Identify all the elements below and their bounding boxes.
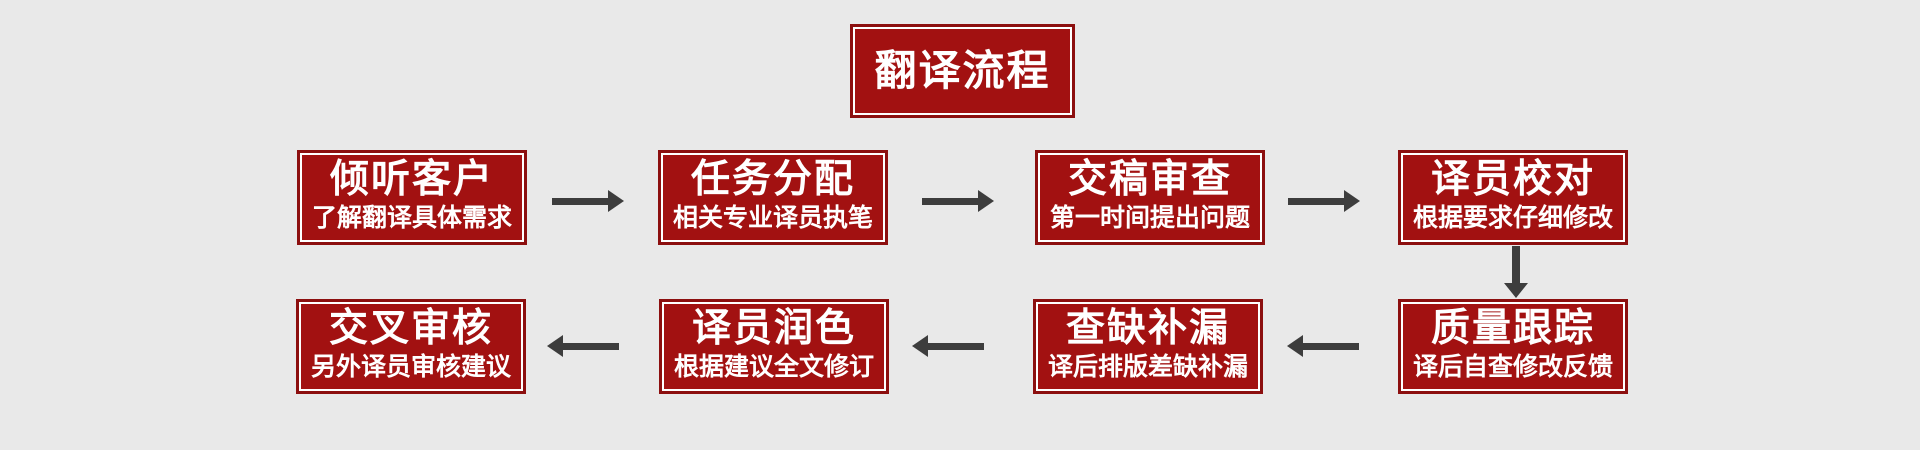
- arrow-shaft: [922, 197, 978, 205]
- step-box-gap-filling: 查缺补漏 译后排版差缺补漏: [1033, 299, 1263, 394]
- right-arrow-icon: [552, 190, 624, 212]
- step-subtitle: 译后排版差缺补漏: [1047, 353, 1248, 382]
- step-box-listen-to-customer: 倾听客户 了解翻译具体需求: [297, 150, 527, 245]
- diagram-title-box: 翻译流程: [850, 24, 1075, 118]
- step-title: 译员润色: [691, 307, 856, 351]
- arrow-head: [1504, 283, 1528, 298]
- step-title: 质量跟踪: [1430, 307, 1595, 351]
- step-subtitle: 译后自查修改反馈: [1412, 353, 1613, 382]
- step-subtitle: 根据要求仔细修改: [1412, 204, 1613, 233]
- step-title: 交稿审查: [1067, 158, 1232, 202]
- step-box-quality-tracking: 质量跟踪 译后自查修改反馈: [1398, 299, 1628, 394]
- step-title: 查缺补漏: [1065, 307, 1230, 351]
- diagram-title: 翻译流程: [874, 47, 1051, 94]
- step-subtitle: 根据建议全文修订: [673, 353, 874, 382]
- step-subtitle: 了解翻译具体需求: [311, 204, 512, 233]
- arrow-shaft: [563, 342, 619, 350]
- left-arrow-icon: [1287, 335, 1359, 357]
- arrow-shaft: [1303, 342, 1359, 350]
- step-title: 交叉审核: [328, 307, 493, 351]
- step-box-cross-review: 交叉审核 另外译员审核建议: [296, 299, 526, 394]
- arrow-head: [1287, 335, 1303, 357]
- arrow-head: [547, 335, 563, 357]
- step-box-draft-review: 交稿审查 第一时间提出问题: [1035, 150, 1265, 245]
- step-subtitle: 相关专业译员执笔: [672, 204, 873, 233]
- step-title: 译员校对: [1430, 158, 1595, 202]
- step-title: 倾听客户: [329, 158, 494, 202]
- step-box-translator-polishing: 译员润色 根据建议全文修订: [659, 299, 889, 394]
- step-title: 任务分配: [690, 158, 855, 202]
- arrow-head: [912, 335, 928, 357]
- step-subtitle: 另外译员审核建议: [310, 353, 511, 382]
- arrow-head: [1344, 190, 1360, 212]
- step-box-translator-proofreading: 译员校对 根据要求仔细修改: [1398, 150, 1628, 245]
- down-arrow-icon: [1504, 246, 1528, 298]
- arrow-head: [978, 190, 994, 212]
- arrow-head: [608, 190, 624, 212]
- left-arrow-icon: [547, 335, 619, 357]
- step-subtitle: 第一时间提出问题: [1049, 204, 1250, 233]
- arrow-shaft: [1512, 246, 1520, 283]
- arrow-shaft: [1288, 197, 1344, 205]
- left-arrow-icon: [912, 335, 984, 357]
- right-arrow-icon: [922, 190, 994, 212]
- arrow-shaft: [552, 197, 608, 205]
- right-arrow-icon: [1288, 190, 1360, 212]
- step-box-task-assignment: 任务分配 相关专业译员执笔: [658, 150, 888, 245]
- arrow-shaft: [928, 342, 984, 350]
